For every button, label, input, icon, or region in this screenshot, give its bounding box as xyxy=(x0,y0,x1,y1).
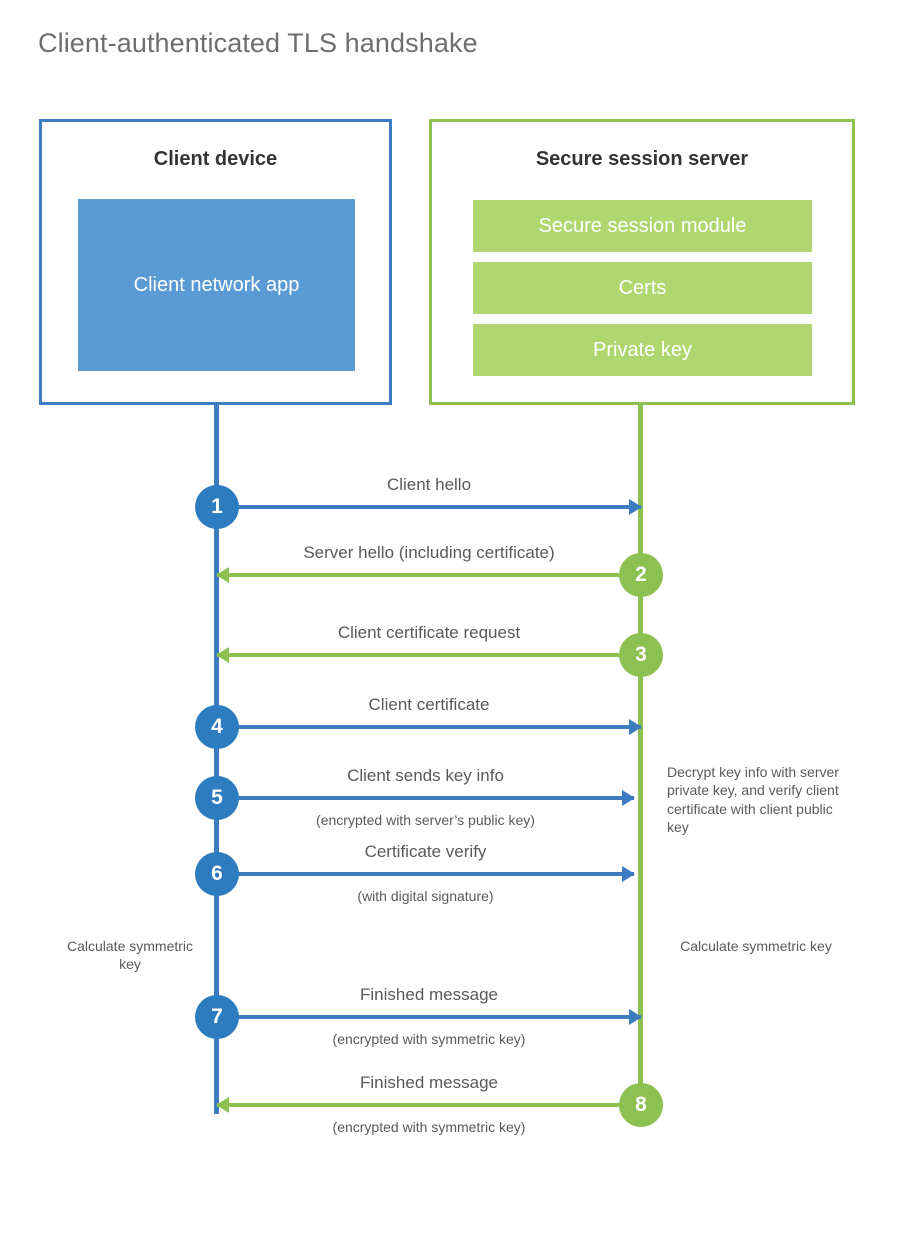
step-badge-8[interactable]: 8 xyxy=(619,1083,663,1127)
annotation-server-calculate-symmetric-key: Calculate symmetric key xyxy=(680,938,832,954)
message-arrow-3: Client certificate request xyxy=(216,623,641,663)
arrow-shaft xyxy=(217,573,641,577)
step-badge-1[interactable]: 1 xyxy=(195,485,239,529)
message-sublabel-8: (encrypted with symmetric key) xyxy=(332,1119,526,1135)
message-sublabel-7: (encrypted with symmetric key) xyxy=(332,1031,526,1047)
step-badge-2[interactable]: 2 xyxy=(619,553,663,597)
message-arrow-4: Client certificate xyxy=(217,695,642,735)
message-label-2: Server hello (including certificate) xyxy=(303,543,555,562)
message-label-6: Certificate verify xyxy=(364,842,487,861)
secure-session-server-title: Secure session server xyxy=(535,148,749,170)
arrow-shaft xyxy=(217,872,634,876)
server-lifeline xyxy=(638,402,643,1104)
server-component-private-key: Private key xyxy=(473,324,812,376)
server-component-secure-session-module: Secure session module xyxy=(473,200,812,252)
message-label-7: Finished message xyxy=(360,985,498,1004)
annotation-client-calculate-symmetric-key: Calculate symmetric key xyxy=(66,938,194,973)
message-label-5: Client sends key info xyxy=(347,766,504,785)
message-arrow-8: Finished message (encrypted with symmetr… xyxy=(216,1073,641,1135)
arrow-head-icon xyxy=(629,719,642,735)
message-label-4: Client certificate xyxy=(368,695,490,714)
message-arrow-6: Certificate verify (with digital signatu… xyxy=(217,842,635,904)
page-title: Client-authenticated TLS handshake xyxy=(38,28,478,58)
client-device-panel: Client device Client network app xyxy=(39,119,392,405)
message-arrow-2: Server hello (including certificate) xyxy=(216,543,641,583)
arrow-shaft xyxy=(217,725,641,729)
message-sublabel-5: (encrypted with server’s public key) xyxy=(316,812,535,828)
arrow-head-icon xyxy=(622,790,635,806)
message-label-8: Finished message xyxy=(360,1073,498,1092)
client-device-title: Client device xyxy=(153,148,278,170)
server-component-certs: Certs xyxy=(473,262,812,314)
arrow-shaft xyxy=(217,1015,641,1019)
step-badge-3[interactable]: 3 xyxy=(619,633,663,677)
arrow-head-icon xyxy=(216,567,229,583)
client-lifeline xyxy=(214,402,219,1114)
message-label-3: Client certificate request xyxy=(337,623,521,642)
annotation-server-decrypt: Decrypt key info with server private key… xyxy=(667,764,839,836)
arrow-head-icon xyxy=(629,499,642,515)
arrow-shaft xyxy=(217,505,641,509)
message-arrow-5: Client sends key info (encrypted with se… xyxy=(217,766,635,828)
step-badge-4[interactable]: 4 xyxy=(195,705,239,749)
step-badge-7[interactable]: 7 xyxy=(195,995,239,1039)
arrow-head-icon xyxy=(216,647,229,663)
arrow-shaft xyxy=(217,1103,641,1107)
step-badge-6[interactable]: 6 xyxy=(195,852,239,896)
message-arrow-1: Client hello xyxy=(217,475,642,515)
message-sublabel-6: (with digital signature) xyxy=(357,888,494,904)
message-arrow-7: Finished message (encrypted with symmetr… xyxy=(217,985,642,1047)
arrow-head-icon xyxy=(622,866,635,882)
arrow-shaft xyxy=(217,653,641,657)
arrow-head-icon xyxy=(629,1009,642,1025)
message-label-1: Client hello xyxy=(386,475,472,494)
arrow-shaft xyxy=(217,796,634,800)
secure-session-server-panel: Secure session server Secure session mod… xyxy=(429,119,855,405)
arrow-head-icon xyxy=(216,1097,229,1113)
step-badge-5[interactable]: 5 xyxy=(195,776,239,820)
client-network-app-box: Client network app xyxy=(78,199,355,371)
